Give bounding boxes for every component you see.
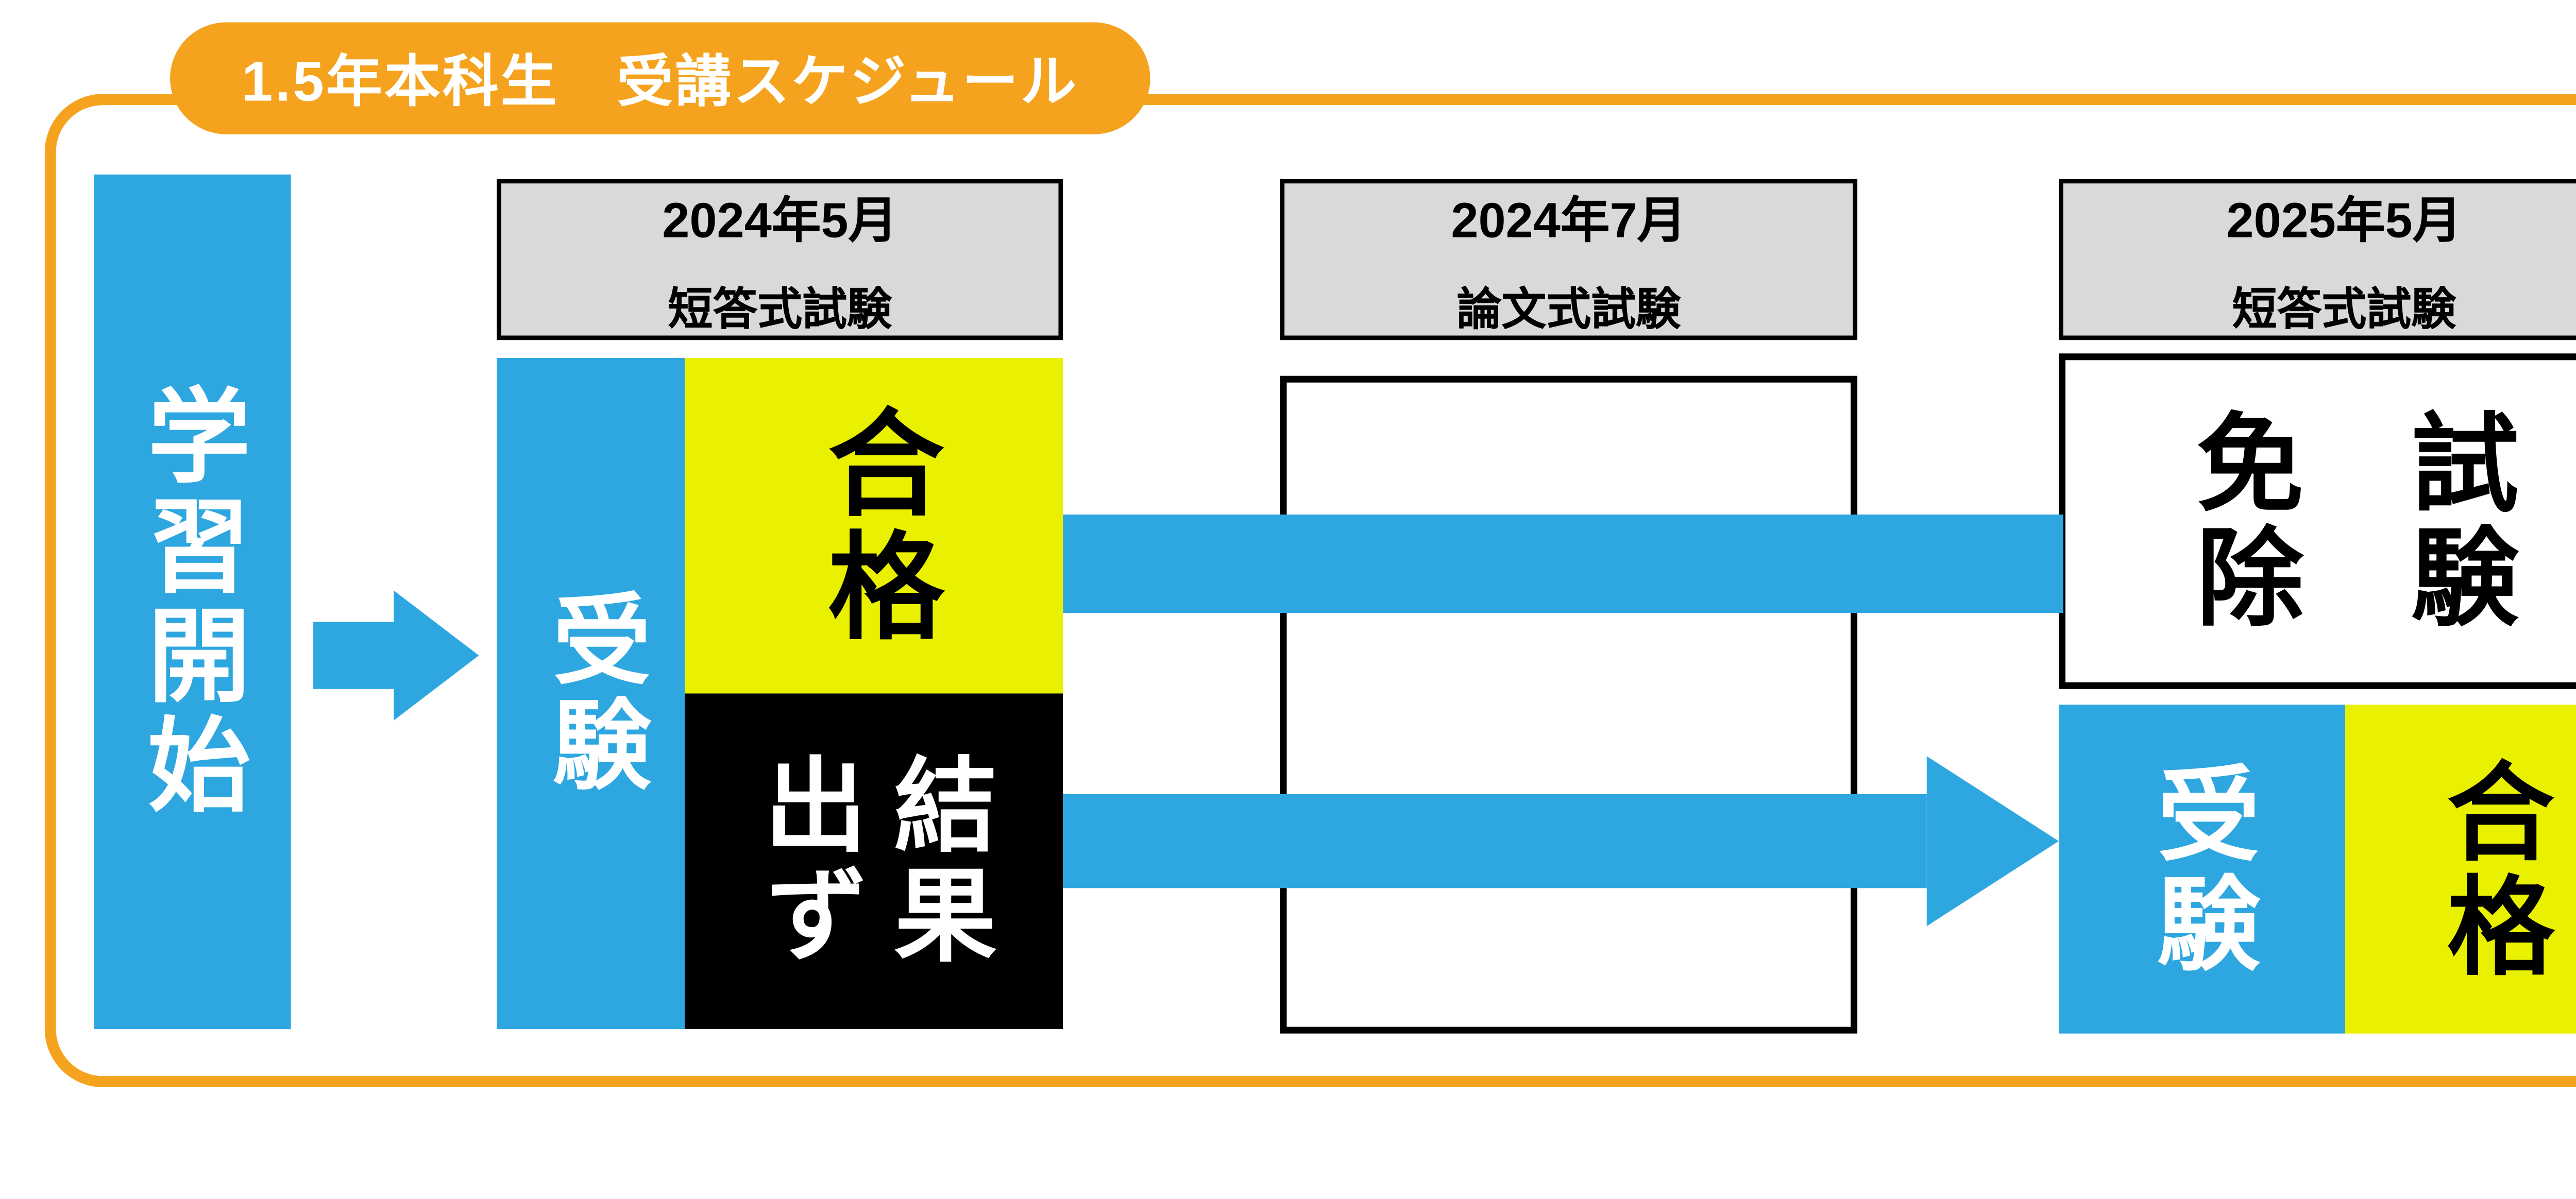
stage3-exempt-box: 試験 免除 [2059, 353, 2576, 689]
stage3-take-box: 受験 [2059, 705, 2345, 1034]
stage1-no-result-line1: 結果 [880, 751, 997, 971]
stage1-pass-box: 合格 [685, 357, 1063, 694]
header-2025-05-month: 2025年5月 [2226, 192, 2462, 249]
stage3-exempt-line2: 免除 [2178, 407, 2297, 636]
stage1-no-result-line2: 出ず [751, 751, 868, 971]
stage1-take-box: 受験 [497, 357, 685, 1030]
stage2-empty-box [1280, 375, 1858, 1034]
start-box: 学習開始 [94, 174, 291, 1030]
arrow-pass-to-exempt [1063, 515, 2063, 613]
header-2024-07-month: 2024年7月 [1451, 192, 1687, 249]
arrow-noresult-head-icon [1926, 756, 2059, 927]
header-2025-05-exam: 短答式試験 [2232, 286, 2456, 336]
header-2025-05: 2025年5月 短答式試験 [2059, 179, 2576, 340]
stage3-exempt-line1: 試験 [2393, 407, 2512, 636]
header-2024-07: 2024年7月 論文式試験 [1280, 179, 1858, 340]
header-2024-05: 2024年5月 短答式試験 [497, 179, 1063, 340]
header-2024-05-exam: 短答式試験 [668, 286, 892, 336]
arrow-start-bar [313, 622, 394, 689]
header-2024-05-month: 2024年5月 [662, 192, 898, 249]
title-text: 1.5年本科生 受講スケジュール [242, 51, 1079, 114]
stage1-no-result-box: 結果 出ず [685, 693, 1063, 1030]
stage1-take-label: 受験 [537, 588, 647, 799]
stage3-pass-box: 合格 [2345, 705, 2576, 1034]
arrow-noresult-bar [1063, 794, 1927, 888]
stage1-pass-label: 合格 [809, 402, 939, 649]
header-2024-07-exam: 論文式試験 [1456, 286, 1681, 336]
start-label: 学習開始 [134, 382, 251, 821]
stage3-pass-label: 合格 [2429, 755, 2548, 983]
arrow-start-head-icon [394, 590, 479, 721]
title-badge: 1.5年本科生 受講スケジュール [170, 22, 1150, 134]
stage3-take-label: 受験 [2144, 759, 2260, 979]
